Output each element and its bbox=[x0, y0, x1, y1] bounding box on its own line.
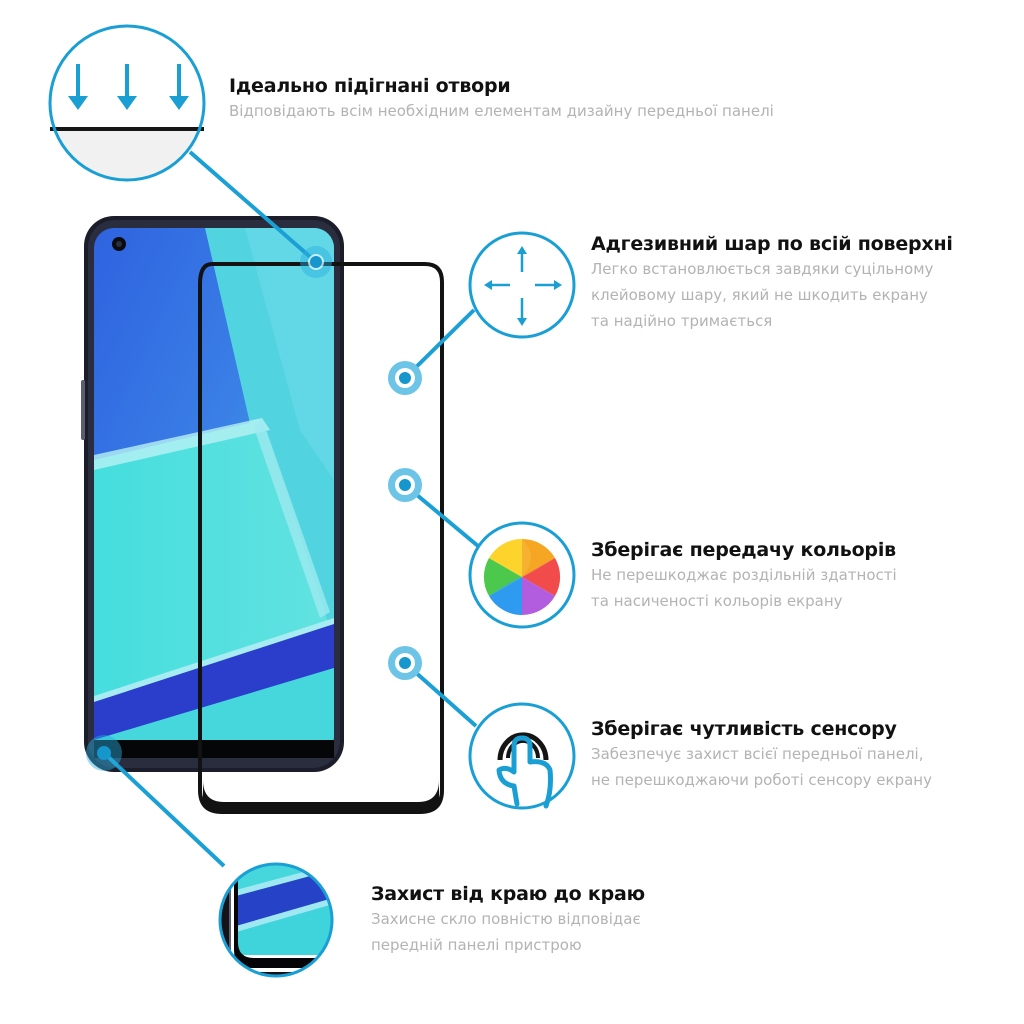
callout-dot-edge bbox=[86, 735, 122, 771]
feature-description-line: клейовому шару, який не шкодить екрану bbox=[591, 286, 928, 304]
edge-zoom-icon bbox=[218, 862, 334, 978]
feature-description-line: Забезпечує захист всієї передньої панелі… bbox=[591, 745, 924, 763]
callout-dot-adhesive bbox=[388, 361, 422, 395]
feature-precise-cutouts: Ідеально підігнані отвори Відповідають в… bbox=[229, 74, 774, 124]
feature-description-line: Захисне скло повністю відповідає bbox=[371, 910, 641, 928]
expand-arrows-icon bbox=[468, 231, 576, 339]
feature-description-line: Відповідають всім необхідним елементам д… bbox=[229, 102, 774, 120]
feature-title: Ідеально підігнані отвори bbox=[229, 75, 511, 97]
phone bbox=[81, 216, 344, 772]
feature-title: Зберігає чутливість сенсору bbox=[591, 718, 897, 740]
feature-title: Захист від краю до краю bbox=[371, 883, 645, 905]
arrows-down-icon bbox=[48, 24, 206, 182]
color-wheel-icon bbox=[468, 521, 576, 629]
feature-description-line: Легко встановлюється завдяки суцільному bbox=[591, 260, 934, 278]
feature-description-line: передній панелі пристрою bbox=[371, 936, 582, 954]
callout-dot-top bbox=[300, 246, 332, 278]
feature-description-line: не перешкоджаючи роботі сенсору екрану bbox=[591, 771, 932, 789]
feature-description-line: та насиченості кольорів екрану bbox=[591, 592, 843, 610]
feature-description-line: Не перешкоджає роздільній здатності bbox=[591, 566, 897, 584]
feature-color-reproduction: Зберігає передачу кольорів Не перешкоджа… bbox=[591, 538, 897, 614]
callout-dot-touch bbox=[388, 646, 422, 680]
feature-description-line: та надійно тримається bbox=[591, 312, 773, 330]
feature-touch-sensitivity: Зберігає чутливість сенсору Забезпечує з… bbox=[591, 717, 932, 793]
feature-adhesive-layer: Адгезивний шар по всій поверхні Легко вс… bbox=[591, 232, 953, 334]
feature-title: Зберігає передачу кольорів bbox=[591, 539, 896, 561]
tempered-glass-outline bbox=[198, 262, 444, 814]
touch-finger-icon bbox=[468, 702, 576, 810]
feature-title: Адгезивний шар по всій поверхні bbox=[591, 233, 953, 255]
feature-edge-to-edge: Захист від краю до краю Захисне скло пов… bbox=[371, 882, 645, 958]
callout-dot-color bbox=[388, 468, 422, 502]
